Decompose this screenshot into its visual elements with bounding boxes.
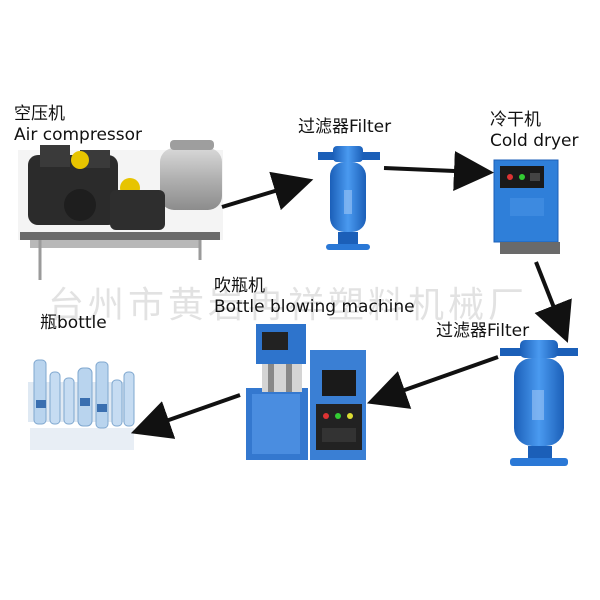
arrow-filter-to-machine (366, 355, 499, 409)
cold-dryer-image (493, 159, 560, 254)
air-compressor-image (18, 140, 223, 280)
filter-1-label: 过滤器Filter (298, 117, 392, 137)
blowing-machine-label: 吹瓶机 Bottle blowing machine (214, 276, 415, 317)
arrow-dryer-to-filter (534, 261, 572, 343)
filter-1-image (318, 146, 380, 250)
bottle-label: 瓶bottle (40, 313, 107, 333)
arrow-machine-to-bottles (130, 393, 241, 439)
air-compressor-label: 空压机 Air compressor (14, 104, 143, 145)
watermark: 台州市黄岩冉祥塑料机械厂 (48, 285, 529, 326)
cold-dryer-label: 冷干机 Cold dryer (490, 110, 579, 151)
filter-2-image (500, 340, 578, 466)
arrow-filter-to-dryer (383, 150, 494, 191)
filter-2-label: 过滤器Filter (436, 321, 530, 341)
arrow-compressor-to-filter (221, 171, 314, 211)
blowing-machine-image (246, 324, 366, 460)
bottles-image (28, 359, 135, 450)
